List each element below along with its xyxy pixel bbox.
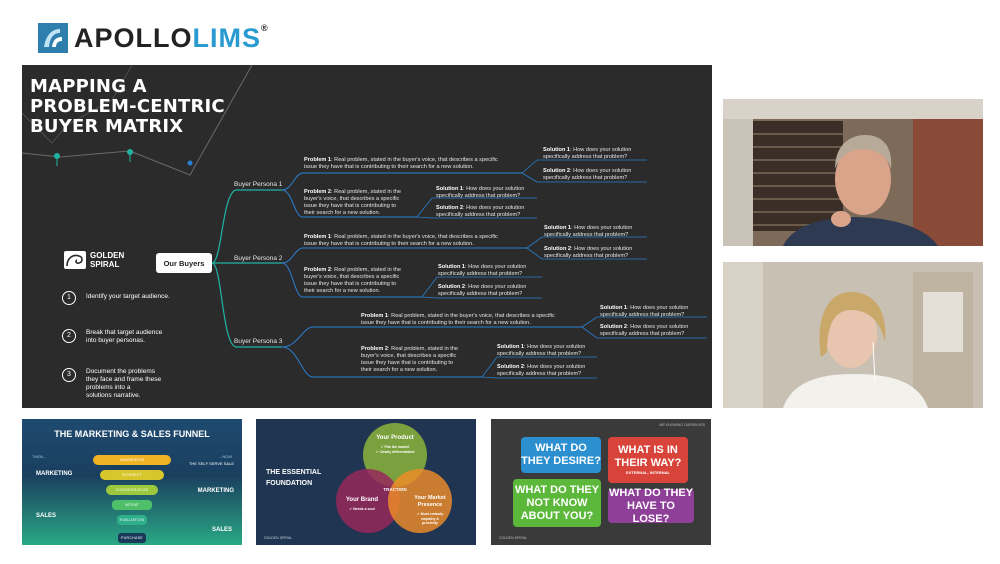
persona2-p1-solution1: Solution 1: How does your solution speci… (544, 225, 633, 238)
slide-title: MAPPING A PROBLEM-CENTRIC BUYER MATRIX (30, 76, 225, 137)
persona1-p1-solution1: Solution 1: How does your solution speci… (543, 147, 632, 160)
persona3-problem1: Problem 1: Real problem, stated in the b… (361, 313, 555, 326)
funnel-stage-consideration: CONSIDERATION (106, 485, 158, 495)
persona3-problem2: Problem 2: Real problem, stated in the b… (361, 346, 459, 373)
buyer-persona-2: Buyer Persona 2 (234, 255, 283, 262)
apollolims-logo: APOLLOLIMS® (38, 22, 269, 54)
persona2-problem2: Problem 2: Real problem, stated in the b… (304, 267, 402, 294)
persona2-p2-solution1: Solution 1: How does your solution speci… (438, 264, 527, 277)
step-3: 3 Document the problems they face and fr… (62, 368, 186, 400)
funnel-stage-purchase: PURCHASE (118, 533, 146, 543)
question-desire: WHAT DO THEY DESIRE? (521, 437, 601, 473)
persona1-problem2: Problem 2: Real problem, stated in the b… (304, 189, 402, 216)
video-participant-1[interactable] (723, 99, 983, 246)
step-2: 2 Break that target audience into buyer … (62, 329, 186, 345)
golden-spiral-logo: GOLDEN SPIRAL (64, 251, 124, 269)
funnel-stage-awareness: AWARENESS (93, 455, 171, 465)
question-in-their-way: WHAT IS IN THEIR WAY?EXTERNAL, INTERNAL (608, 437, 688, 483)
step-1: 1 Identify your target audience. (62, 291, 186, 305)
logo-mark-icon (38, 23, 68, 53)
venn-market (388, 469, 452, 533)
persona1-p2-solution1: Solution 1: How does your solution speci… (436, 186, 525, 199)
funnel-stage-evaluation: EVALUATION (117, 515, 147, 525)
mind-map-lines (22, 65, 707, 379)
main-slide: MAPPING A PROBLEM-CENTRIC BUYER MATRIX G… (22, 65, 712, 408)
persona1-p2-solution2: Solution 2: How does your solution speci… (436, 205, 525, 218)
funnel-stage-interest: INTEREST (100, 470, 164, 480)
spiral-icon (64, 251, 86, 269)
buyer-persona-1: Buyer Persona 1 (234, 181, 283, 188)
logo-wordmark: APOLLOLIMS® (74, 22, 269, 53)
persona3-p2-solution2: Solution 2: How does your solution speci… (497, 364, 586, 377)
thumbnail-essential-foundation[interactable]: THE ESSENTIAL FOUNDATION Your Product ✓ … (256, 419, 476, 545)
participant-1-video-frame (723, 99, 983, 246)
participant-2-video-frame (723, 262, 983, 408)
thumbnail-buyer-questions[interactable]: WE KNOWING OURSELVES WHAT DO THEY DESIRE… (491, 419, 711, 545)
persona1-p1-solution2: Solution 2: How does your solution speci… (543, 168, 632, 181)
question-have-to-lose: WHAT DO THEY HAVE TO LOSE? (608, 486, 694, 525)
persona2-problem1: Problem 1: Real problem, stated in the b… (304, 234, 498, 247)
question-not-know: WHAT DO THEY NOT KNOW ABOUT YOU? (513, 479, 601, 527)
persona3-p1-solution2: Solution 2: How does your solution speci… (600, 324, 689, 337)
video-participant-2[interactable] (723, 262, 983, 408)
persona2-p2-solution2: Solution 2: How does your solution speci… (438, 284, 527, 297)
funnel-stage-intent: INTENT (112, 500, 152, 510)
persona3-p2-solution1: Solution 1: How does your solution speci… (497, 344, 586, 357)
persona3-p1-solution1: Solution 1: How does your solution speci… (600, 305, 689, 318)
thumbnail-marketing-sales-funnel[interactable]: THE MARKETING & SALES FUNNEL THEN... ...… (22, 419, 242, 545)
persona1-problem1: Problem 1: Real problem, stated in the b… (304, 157, 498, 170)
persona2-p1-solution2: Solution 2: How does your solution speci… (544, 246, 633, 259)
buyer-persona-3: Buyer Persona 3 (234, 338, 283, 345)
our-buyers-node: Our Buyers (156, 253, 212, 273)
